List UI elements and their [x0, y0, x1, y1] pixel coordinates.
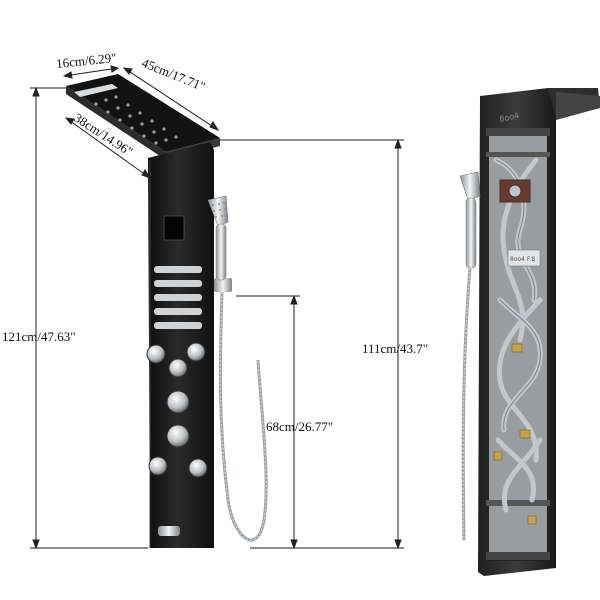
head-depth-line: [65, 117, 151, 179]
front-panel: [66, 74, 268, 548]
hose-height-label: 68cm/26.77": [266, 419, 334, 434]
waterfall-outlet: [74, 84, 118, 97]
temperature-display: [163, 215, 185, 241]
body-height-label: 111cm/43.7": [362, 341, 429, 356]
total-height-label: 121cm/47.63": [2, 329, 76, 344]
rain-shower-head: [66, 74, 220, 152]
body-jet-grilles: [154, 266, 202, 329]
rain-nozzles: [94, 95, 178, 145]
svg-text:8oo4 F.8: 8oo4 F.8: [510, 256, 535, 263]
brass-fittings: [493, 343, 537, 525]
hand-shower-holder: [214, 278, 232, 292]
head-width-line: [63, 67, 119, 77]
svg-text:8oo4: 8oo4: [499, 111, 520, 124]
shower-hose: [218, 291, 268, 542]
head-length-line: [123, 67, 219, 131]
dimension-lines: [30, 65, 404, 550]
panel-column: [148, 142, 214, 548]
back-hand-shower-head: [459, 171, 481, 201]
back-view-panel: 8oo4 8oo4 F.8: [459, 88, 600, 576]
hand-shower-head: [207, 195, 229, 227]
hand-shower-handle: [215, 223, 227, 281]
tub-spout: [158, 526, 180, 536]
control-knobs: [146, 342, 208, 478]
